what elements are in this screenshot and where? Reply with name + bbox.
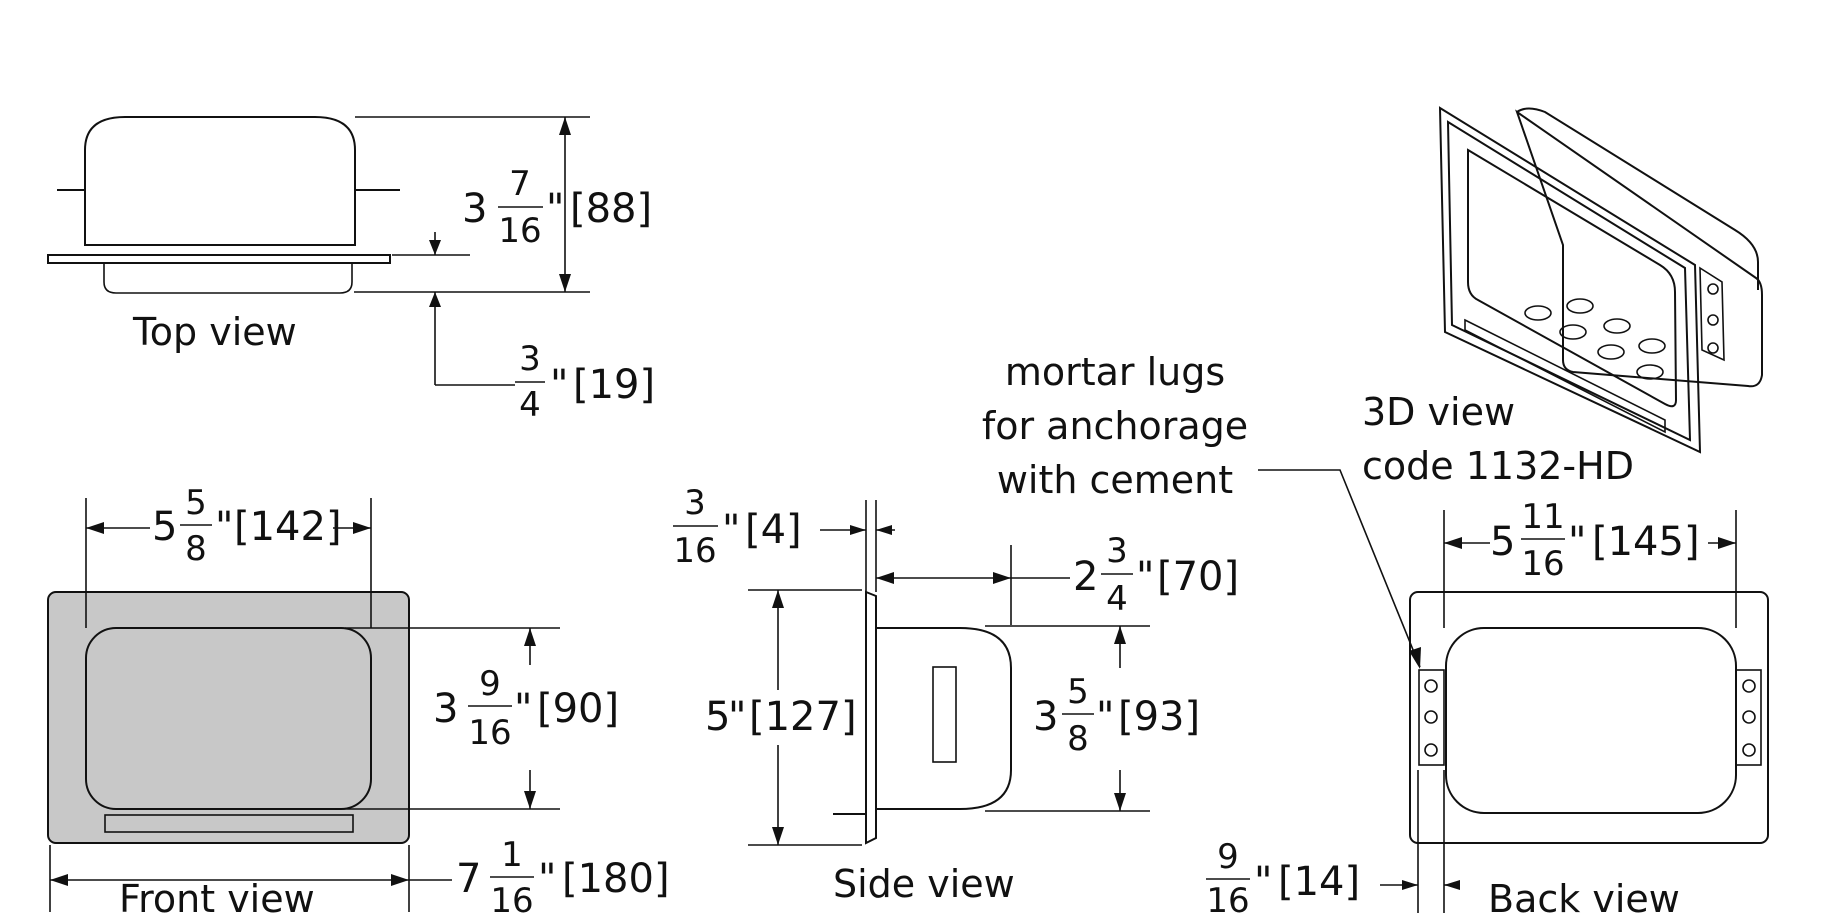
svg-text:[88]: [88] [570,186,652,232]
svg-text:[14]: [14] [1278,859,1360,905]
svg-text:3: 3 [433,686,458,732]
svg-text:[127]: [127] [749,694,857,740]
note-line-2: for anchorage [982,404,1248,448]
svg-text:8: 8 [185,529,207,569]
side-view-label: Side view [833,862,1015,906]
svg-text:5: 5 [705,694,730,740]
svg-text:[4]: [4] [745,507,802,553]
svg-text:3: 3 [1033,694,1058,740]
svg-text:[145]: [145] [1592,519,1700,565]
svg-text:[180]: [180] [562,856,670,902]
svg-text:": " [722,507,740,553]
svg-text:": " [1568,519,1586,565]
svg-text:5: 5 [152,504,177,550]
dim-back-lug-offset: 9 16 " [14] [1206,837,1360,914]
dim-front-opening-height: 3 9 16 " [90] [433,664,619,753]
svg-text:[93]: [93] [1118,694,1200,740]
dim-top-flange: 3 4 " [19] [515,339,655,425]
svg-text:7: 7 [456,856,481,902]
svg-text:": " [550,362,568,408]
svg-text:16: 16 [498,211,541,251]
svg-text:": " [728,694,746,740]
iso-view [1438,106,1763,454]
svg-text:3: 3 [462,186,487,232]
iso-view-label: 3D view [1362,390,1515,434]
svg-text:5: 5 [1067,672,1089,712]
view-labels: Top view Front view Side view Back view … [119,310,1680,914]
svg-text:5: 5 [1490,519,1515,565]
svg-text:16: 16 [468,713,511,753]
note-line-3: with cement [997,458,1233,502]
svg-text:3: 3 [684,483,706,523]
iso-code-label: code 1132-HD [1362,444,1634,488]
svg-text:2: 2 [1073,554,1098,600]
note-line-1: mortar lugs [1005,350,1225,394]
svg-text:3: 3 [1106,531,1128,571]
svg-text:": " [514,686,532,732]
svg-text:7: 7 [509,164,531,204]
dim-side-overall-height: 5 " [127] [705,694,857,740]
svg-text:1: 1 [501,835,523,875]
svg-text:4: 4 [1106,579,1128,619]
svg-text:": " [1254,859,1272,905]
svg-text:": " [1136,554,1154,600]
svg-text:": " [1096,694,1114,740]
svg-text:3: 3 [519,339,541,379]
side-view [748,500,1150,846]
svg-text:8: 8 [1067,719,1089,759]
dim-front-opening-width: 5 5 8 " [142] [152,483,342,569]
svg-text:9: 9 [1217,837,1239,877]
svg-text:16: 16 [1521,544,1564,584]
front-view [47,498,560,912]
svg-text:[90]: [90] [537,686,619,732]
svg-text:[70]: [70] [1157,554,1239,600]
svg-text:5: 5 [185,483,207,523]
svg-text:[19]: [19] [573,362,655,408]
back-view-label: Back view [1488,877,1680,914]
front-view-label: Front view [119,877,315,914]
svg-text:4: 4 [519,385,541,425]
dim-side-depth: 2 3 4 " [70] [1073,531,1239,619]
top-view [47,116,590,386]
svg-text:": " [538,856,556,902]
top-view-label: Top view [132,310,297,354]
svg-text:": " [546,186,564,232]
mortar-note: mortar lugs for anchorage with cement [982,350,1248,502]
dim-top-height: 3 7 16 " [88] [462,164,652,251]
dim-side-body-height: 3 5 8 " [93] [1033,672,1200,759]
svg-text:16: 16 [490,881,533,914]
dim-back-body-width: 5 11 16 " [145] [1490,497,1700,584]
svg-text:16: 16 [673,531,716,571]
back-view [1258,469,1769,913]
svg-text:16: 16 [1206,881,1249,914]
dim-side-flange-thickness: 3 16 " [4] [673,483,802,571]
svg-text:9: 9 [479,664,501,704]
dim-front-overall-width: 7 1 16 " [180] [456,835,670,914]
svg-text:": " [215,504,233,550]
svg-text:[142]: [142] [234,504,342,550]
svg-text:11: 11 [1521,497,1564,537]
